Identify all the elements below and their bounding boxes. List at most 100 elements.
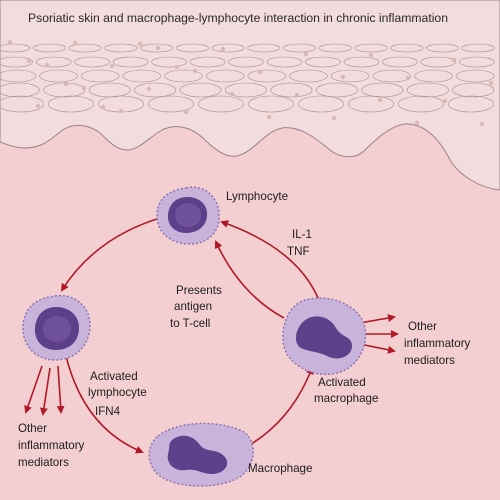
epidermis-cell — [211, 43, 245, 53]
epidermis-nucleus-dot — [35, 103, 41, 109]
mediators-left-line1: Other — [18, 422, 47, 435]
epidermis-cell — [347, 95, 395, 113]
arrow-presents-antigen — [214, 240, 285, 319]
epidermis-nucleus-dot — [331, 115, 337, 121]
epidermis-cell — [140, 43, 174, 53]
mediator-arrow-right-1 — [359, 314, 396, 324]
mediators-right-line1: Other — [408, 320, 437, 333]
activated-lymphocyte-label-line2: lymphocyte — [88, 386, 147, 399]
epidermis-cell — [406, 82, 449, 98]
epidermis-cell — [247, 95, 295, 113]
epidermis-cell — [0, 43, 31, 53]
epidermis-cell — [382, 56, 418, 68]
activated-macrophage-label-line1: Activated — [318, 376, 366, 389]
epidermis-nucleus-dot — [488, 80, 494, 86]
epidermis-nucleus-dot — [377, 97, 383, 103]
epidermis-cell — [289, 69, 328, 83]
mediators-left-line2: inflammatory — [18, 439, 85, 452]
epidermis-nucleus-dot — [229, 91, 235, 97]
epidermis-nucleus-dot — [44, 62, 50, 68]
epidermis-layer — [0, 0, 500, 191]
lymphocyte-label: Lymphocyte — [226, 190, 288, 203]
epidermis-cell — [420, 56, 457, 68]
epidermis-cell — [122, 69, 162, 83]
arrow-macrophage-to-activated-macrophage — [247, 366, 314, 447]
epidermis-nucleus-dot — [118, 108, 124, 114]
epidermis-cell — [104, 43, 138, 53]
epidermis-cell — [39, 69, 78, 83]
arrow-lymphocyte-to-activated-lymphocyte — [60, 217, 161, 292]
mediator-arrow-left-1 — [24, 365, 43, 414]
activated-macrophage-cell — [282, 297, 367, 376]
mediator-arrow-left-3 — [56, 365, 65, 414]
epidermis-nucleus-dot — [155, 45, 161, 51]
epidermis-cell — [354, 43, 388, 53]
epidermis-cell — [0, 69, 37, 83]
epidermis-cell — [461, 43, 495, 53]
epidermis-nucleus-dot — [451, 57, 457, 63]
epidermis-cell — [343, 56, 380, 68]
epidermis-cell — [372, 69, 412, 83]
epidermis-nucleus-dot — [192, 68, 198, 74]
tnf-label: TNF — [287, 245, 310, 258]
macrophage-cell — [148, 422, 254, 487]
activated-lymphocyte-label-line1: Activated — [90, 370, 138, 383]
epidermis-nucleus-dot — [294, 92, 300, 98]
epidermis-nucleus-dot — [303, 51, 309, 57]
mediator-arrow-right-3 — [359, 343, 396, 354]
epidermis-cell — [425, 43, 459, 53]
presents-label-line1: Presents — [176, 284, 222, 297]
mediators-right-line3: mediators — [404, 354, 455, 367]
epidermis-cell — [0, 82, 40, 98]
epidermis-nucleus-dot — [146, 86, 152, 92]
epidermis-cell — [397, 95, 445, 113]
epidermis-nucleus-dot — [174, 64, 180, 70]
epidermis-cell — [283, 43, 317, 53]
epidermis-cell — [134, 82, 177, 98]
epidermis-cell — [330, 69, 370, 83]
epidermis-nucleus-dot — [340, 74, 346, 80]
epidermis-cell — [35, 56, 72, 68]
epidermis-cell — [225, 82, 267, 98]
epidermis-cell — [458, 56, 495, 68]
epidermis-nucleus-dot — [109, 63, 115, 69]
epidermis-nucleus-dot — [63, 81, 69, 87]
epidermis-cell — [112, 56, 149, 68]
epidermis-cell — [147, 95, 195, 113]
epidermis-cell — [33, 43, 67, 53]
epidermis-cell — [0, 95, 45, 113]
activated-macrophage-label-line2: macrophage — [314, 392, 378, 405]
epidermis-cell — [297, 95, 345, 113]
epidermis-cell — [189, 56, 226, 68]
epidermis-nucleus-dot — [183, 109, 189, 115]
epidermis-nucleus-dot — [26, 58, 32, 64]
epidermis-cell — [318, 43, 352, 53]
presents-label-line3: to T-cell — [170, 317, 210, 330]
ifn-label: IFN4 — [95, 405, 121, 418]
epidermis-cell — [305, 56, 341, 68]
activated-lymphocyte-cell — [22, 294, 91, 361]
epidermis-cell — [390, 43, 424, 53]
epidermis-cell — [74, 56, 110, 68]
epidermis-cell — [164, 69, 203, 83]
arrow-activated-macrophage-to-lymphocyte-il1-tnf — [220, 220, 319, 299]
epidermis-cell — [414, 69, 453, 83]
epidermis-cell — [0, 56, 34, 68]
epidermis-cell — [266, 56, 303, 68]
epidermis-cell — [247, 69, 287, 83]
epidermis-cell — [151, 56, 187, 68]
epidermis-nucleus-dot — [7, 39, 13, 45]
epidermis-cell — [68, 43, 102, 53]
epidermis-cell — [447, 95, 495, 113]
epidermis-nucleus-dot — [72, 40, 78, 46]
epidermis-cell — [247, 43, 281, 53]
lymphocyte-cell — [156, 186, 220, 245]
epidermis-cell — [47, 95, 95, 113]
presents-label-line2: antigen — [174, 300, 212, 313]
epidermis-nucleus-dot — [414, 120, 420, 126]
macrophage-label: Macrophage — [248, 462, 312, 475]
epidermis-nucleus-dot — [257, 69, 263, 75]
epidermis-nucleus-dot — [100, 104, 106, 110]
